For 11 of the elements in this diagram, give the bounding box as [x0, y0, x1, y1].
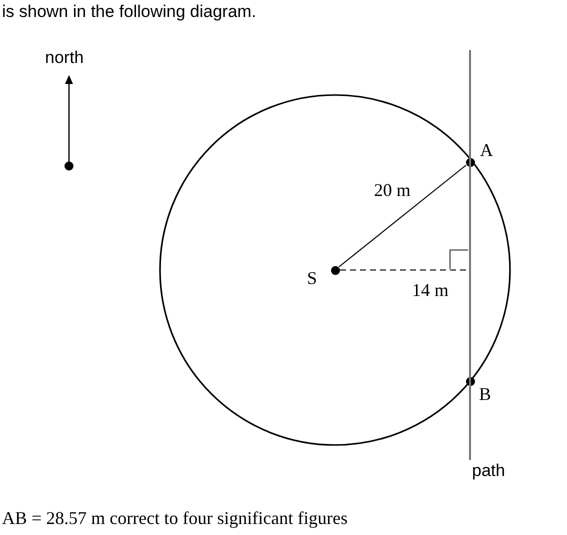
dashed-line [340, 269, 468, 271]
direction-label: north [45, 48, 84, 68]
intro-text: is shown in the following diagram. [2, 2, 256, 22]
edge-label: 20 m [374, 180, 411, 201]
path-label: path [472, 461, 506, 481]
line-segment [338, 164, 466, 268]
conclusion-text: AB = 28.57 m correct to four significant figures [2, 508, 348, 529]
point-label: S [307, 268, 318, 289]
point-label: B [479, 384, 492, 405]
point-label: A [480, 140, 493, 161]
edge-label: 14 m [412, 280, 449, 301]
